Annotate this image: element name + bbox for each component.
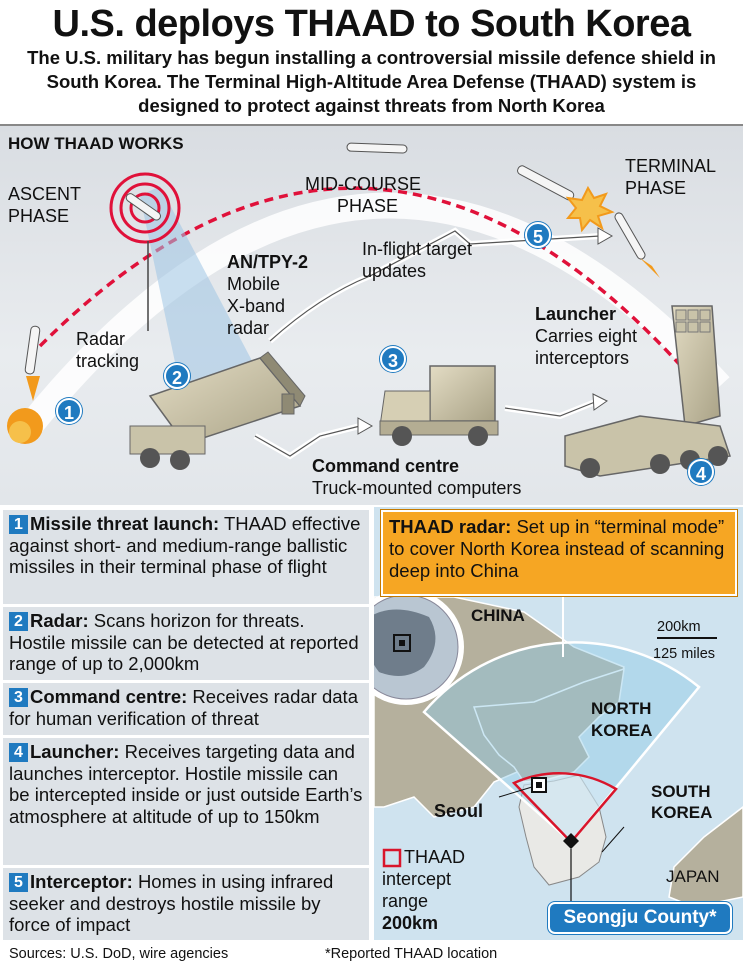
command-to-launcher-arrow — [504, 399, 597, 420]
seongju-marker — [563, 833, 579, 849]
step-number: 2 — [9, 612, 28, 631]
radar-title: AN/TPY-2 — [227, 252, 309, 272]
hostile-missile-icon — [125, 193, 161, 221]
radar-desc-3: radar — [227, 318, 270, 338]
legend-range-swatch — [382, 848, 402, 868]
radar-desc-1: Mobile — [227, 274, 281, 294]
header: U.S. deploys THAAD to South Korea The U.… — [0, 0, 743, 122]
callout-title: THAAD radar: — [389, 516, 512, 537]
radar-desc-2: X-band — [227, 296, 286, 316]
ascent-phase-label-1: ASCENT — [8, 184, 82, 204]
south-korea-label-2: KOREA — [651, 803, 713, 822]
interceptor-icon — [614, 212, 660, 278]
terminal-missile-icon — [517, 165, 575, 201]
how-thaad-works-diagram: HOW THAAD WORKS ASCENT PHASE MID-COURSE … — [0, 124, 743, 505]
radar-unit-illustration — [129, 351, 306, 470]
scale-km-label: 200km — [657, 619, 701, 635]
step-marker-4: 4 — [688, 459, 714, 485]
north-korea-landmass — [472, 667, 625, 783]
step-marker-2: 2 — [164, 363, 190, 389]
callout-text: Set up in “terminal mode” to cover North… — [389, 516, 725, 581]
step-number: 3 — [9, 688, 28, 707]
map-artwork — [374, 589, 743, 908]
footer-sources: Sources: U.S. DoD, wire agencies — [9, 946, 229, 962]
ascent-phase-label-2: PHASE — [8, 206, 70, 226]
globe-locator-icon — [374, 589, 464, 705]
japan-label: JAPAN — [666, 867, 720, 886]
launcher-desc-2: interceptors — [535, 348, 630, 368]
legend-range-value: 200km — [382, 913, 439, 933]
seongju-county-badge: Seongju County* — [548, 902, 732, 934]
radar-tracking-label-1: Radar — [76, 329, 126, 349]
section-title: HOW THAAD WORKS — [8, 134, 184, 153]
midcourse-label-1: MID-COURSE — [305, 174, 421, 194]
step-text: Receives targeting data and launches int… — [9, 741, 363, 827]
china-label: CHINA — [471, 606, 525, 625]
step-number: 5 — [9, 873, 28, 892]
step-text: Homes in using infrared seeker and destr… — [9, 871, 334, 935]
step-title: Radar: — [30, 610, 89, 631]
north-korea-label-2: KOREA — [591, 721, 653, 740]
step-title: Launcher: — [30, 741, 120, 762]
south-korea-label-1: SOUTH — [651, 782, 711, 801]
step-text: Receives radar data for human verificati… — [9, 686, 358, 729]
step-title: Command centre: — [30, 686, 188, 707]
launcher-illustration — [564, 305, 731, 478]
footer-note: *Reported THAAD location — [325, 946, 498, 962]
diagram-artwork — [7, 142, 731, 478]
step-text: THAAD effective against short- and mediu… — [9, 513, 361, 577]
radar-beam — [140, 186, 260, 386]
legend-label-1: THAAD — [404, 847, 466, 867]
radar-target-icon — [109, 172, 181, 244]
midcourse-missile-icon — [346, 142, 408, 154]
trajectory-band — [19, 192, 730, 435]
south-korea-landmass — [518, 774, 607, 886]
legend-label-3: range — [382, 891, 429, 911]
inflight-label-1: In-flight target — [362, 239, 473, 259]
step-number: 1 — [9, 515, 28, 534]
midcourse-label-2: PHASE — [337, 196, 399, 216]
step-marker-5: 5 — [525, 222, 551, 248]
explosion-icon — [565, 185, 615, 233]
step-title: Interceptor: — [30, 871, 133, 892]
page-subtitle: The U.S. military has begun installing a… — [27, 47, 716, 116]
terminal-phase-label-1: TERMINAL — [625, 156, 717, 176]
launcher-desc-1: Carries eight — [535, 326, 638, 346]
terminal-phase-label-2: PHASE — [625, 178, 687, 198]
step-marker-3: 3 — [380, 346, 406, 372]
step-text: Scans horizon for threats. Hostile missi… — [9, 610, 359, 674]
step-number: 4 — [9, 743, 28, 762]
thaad-radar-callout: THAAD radar: Set up in “terminal mode” t… — [381, 510, 737, 596]
command-desc: Truck-mounted computers — [312, 478, 522, 498]
north-korea-label-1: NORTH — [591, 699, 652, 718]
launcher-title: Launcher — [535, 304, 617, 324]
scale-miles-label: 125 miles — [653, 646, 716, 662]
launch-missile-icon — [7, 325, 43, 444]
command-title: Command centre — [312, 456, 460, 476]
japan-landmass — [668, 806, 743, 908]
seoul-label: Seoul — [434, 801, 484, 821]
step-title: Missile threat launch: — [30, 513, 220, 534]
inflight-label-2: updates — [362, 261, 427, 281]
missile-trajectory — [38, 186, 692, 378]
legend-label-2: intercept — [382, 869, 452, 889]
radar-coverage-fan — [422, 641, 701, 844]
radar-tracking-label-2: tracking — [76, 351, 140, 371]
page-title: U.S. deploys THAAD to South Korea — [52, 3, 691, 45]
seoul-leader — [498, 786, 533, 798]
command-truck-illustration — [379, 365, 499, 446]
step-marker-1: 1 — [56, 398, 82, 424]
